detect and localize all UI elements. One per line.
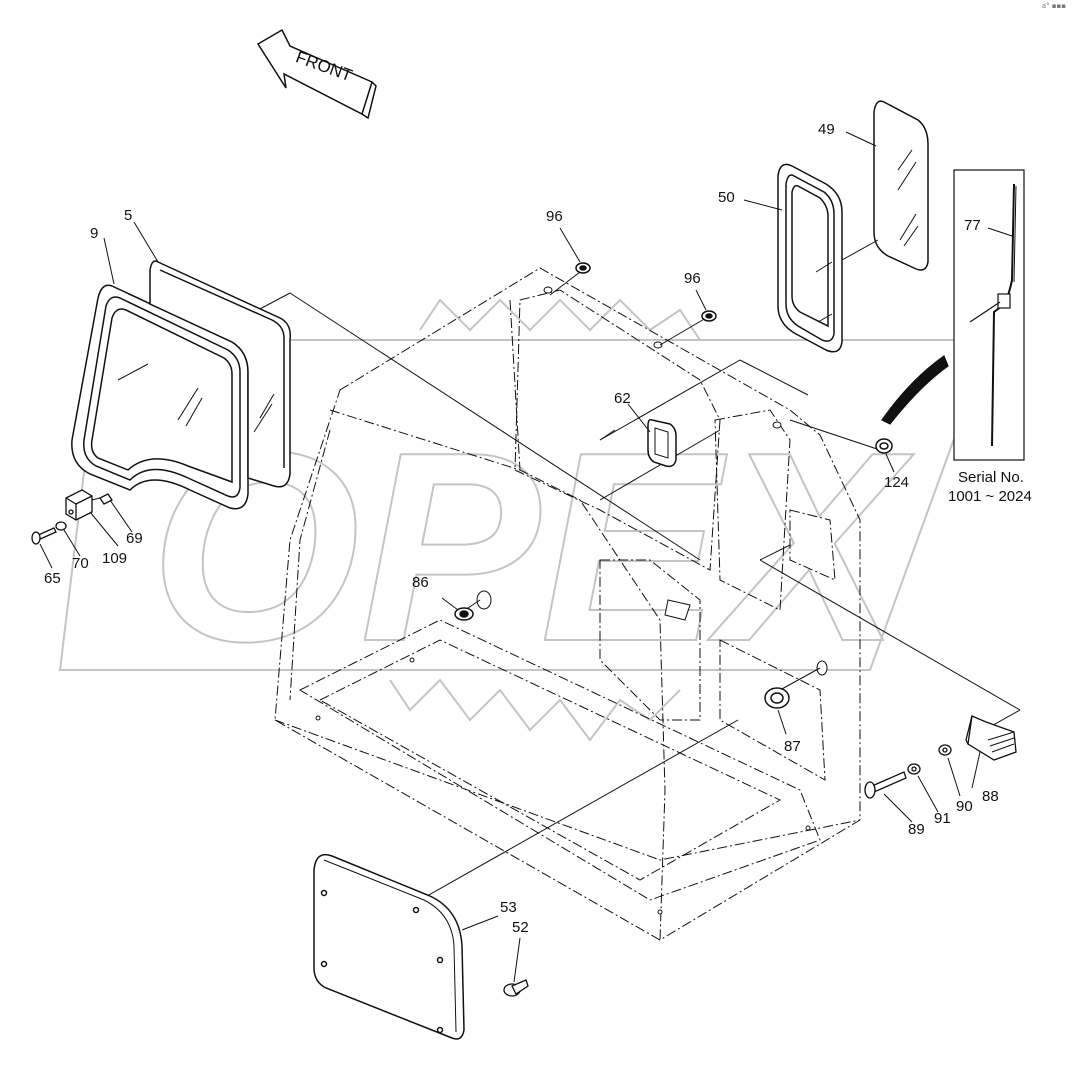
part-96-grommet-b — [701, 310, 717, 322]
part-62-pad — [647, 418, 677, 468]
label-part-52: 52 — [512, 919, 529, 936]
label-part-89: 89 — [908, 821, 925, 838]
striker-hardware — [31, 489, 113, 545]
part-70-washer — [55, 521, 67, 531]
serial-box — [881, 169, 1025, 461]
part-86-grommet — [454, 607, 474, 621]
label-part-96-a: 96 — [546, 208, 563, 225]
part-69-pin — [99, 493, 113, 505]
part-87-ring — [764, 687, 790, 709]
part-53-panel — [313, 853, 465, 1040]
part-124-cap — [875, 438, 893, 454]
label-part-49: 49 — [818, 121, 835, 138]
corner-mark: a° ▪▪▪ — [1041, 2, 1066, 10]
part-9-window-frame — [71, 284, 249, 510]
label-part-62: 62 — [614, 390, 631, 407]
part-89-bolt — [864, 771, 907, 799]
label-part-50: 50 — [718, 189, 735, 206]
label-part-77: 77 — [964, 217, 981, 234]
latch-hardware — [864, 715, 1017, 799]
label-part-86: 86 — [412, 574, 429, 591]
leader-lines — [257, 271, 1021, 901]
label-part-91: 91 — [934, 810, 951, 827]
part-52-fastener — [503, 979, 529, 997]
part-91-washer — [907, 763, 921, 775]
label-part-87: 87 — [784, 738, 801, 755]
label-part-90: 90 — [956, 798, 973, 815]
serial-number-note: Serial No. 1001 ~ 2024 — [948, 469, 1032, 505]
part-49-rear-glass — [815, 100, 929, 323]
serial-line-1: Serial No. — [958, 469, 1024, 486]
part-96-grommet-a — [575, 262, 591, 274]
front-arrow: FRONT — [256, 28, 377, 120]
label-part-124: 124 — [884, 474, 909, 491]
part-90-washer — [938, 744, 952, 756]
label-part-88: 88 — [982, 788, 999, 805]
label-part-53: 53 — [500, 899, 517, 916]
label-part-96-b: 96 — [684, 270, 701, 287]
part-50-rear-window-frame — [777, 163, 843, 353]
fasteners — [454, 262, 893, 709]
label-leaders — [39, 131, 1013, 983]
label-part-9: 9 — [90, 225, 98, 242]
label-part-70: 70 — [72, 555, 89, 572]
label-part-5: 5 — [124, 207, 132, 224]
part-109-block — [65, 489, 93, 521]
part-88-latch — [965, 715, 1017, 761]
label-part-65: 65 — [44, 570, 61, 587]
part-5-glass — [117, 260, 292, 488]
serial-line-2: 1001 ~ 2024 — [948, 488, 1032, 505]
part-65-bolt — [31, 527, 57, 545]
frame-details — [315, 286, 828, 915]
label-part-69: 69 — [126, 530, 143, 547]
part-number-labels: 9 5 49 50 96 96 62 77 124 86 87 88 90 91… — [44, 121, 999, 936]
cab-frame — [274, 267, 861, 941]
label-part-109: 109 — [102, 550, 127, 567]
